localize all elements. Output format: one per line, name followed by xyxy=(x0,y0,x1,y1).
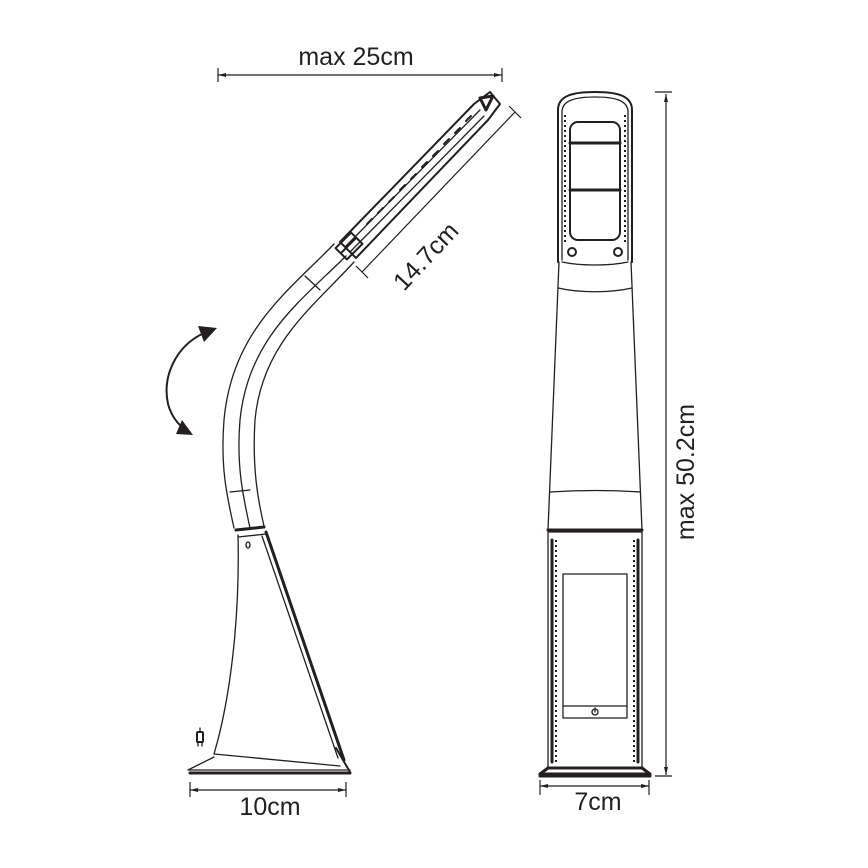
power-icon xyxy=(591,707,599,716)
max-height-label: max 50.2cm xyxy=(672,404,700,540)
lamp-head xyxy=(334,91,501,261)
usb-connector-icon xyxy=(196,727,204,747)
front-base-width-label: 7cm xyxy=(574,788,621,816)
head-length-label: 14.7cm xyxy=(388,217,464,296)
front-view: max 50.2cm 7cm xyxy=(538,91,700,816)
side-base-width-label: 10cm xyxy=(239,793,300,821)
lamp-head-front xyxy=(557,91,633,266)
side-view: max 25cm xyxy=(165,43,522,821)
max-height-dimension: max 50.2cm xyxy=(655,91,700,777)
max-reach-dimension: max 25cm xyxy=(217,43,503,82)
gooseneck-arm xyxy=(222,243,355,532)
lamp-base-side xyxy=(187,530,352,775)
led-strip xyxy=(366,115,472,225)
side-base-width-dimension: 10cm xyxy=(189,782,347,821)
max-reach-label: max 25cm xyxy=(298,43,413,71)
rotation-arrow-icon xyxy=(165,326,217,435)
lamp-base-front xyxy=(538,531,652,778)
front-base-width-dimension: 7cm xyxy=(539,780,650,816)
lamp-stem-front xyxy=(546,261,644,532)
